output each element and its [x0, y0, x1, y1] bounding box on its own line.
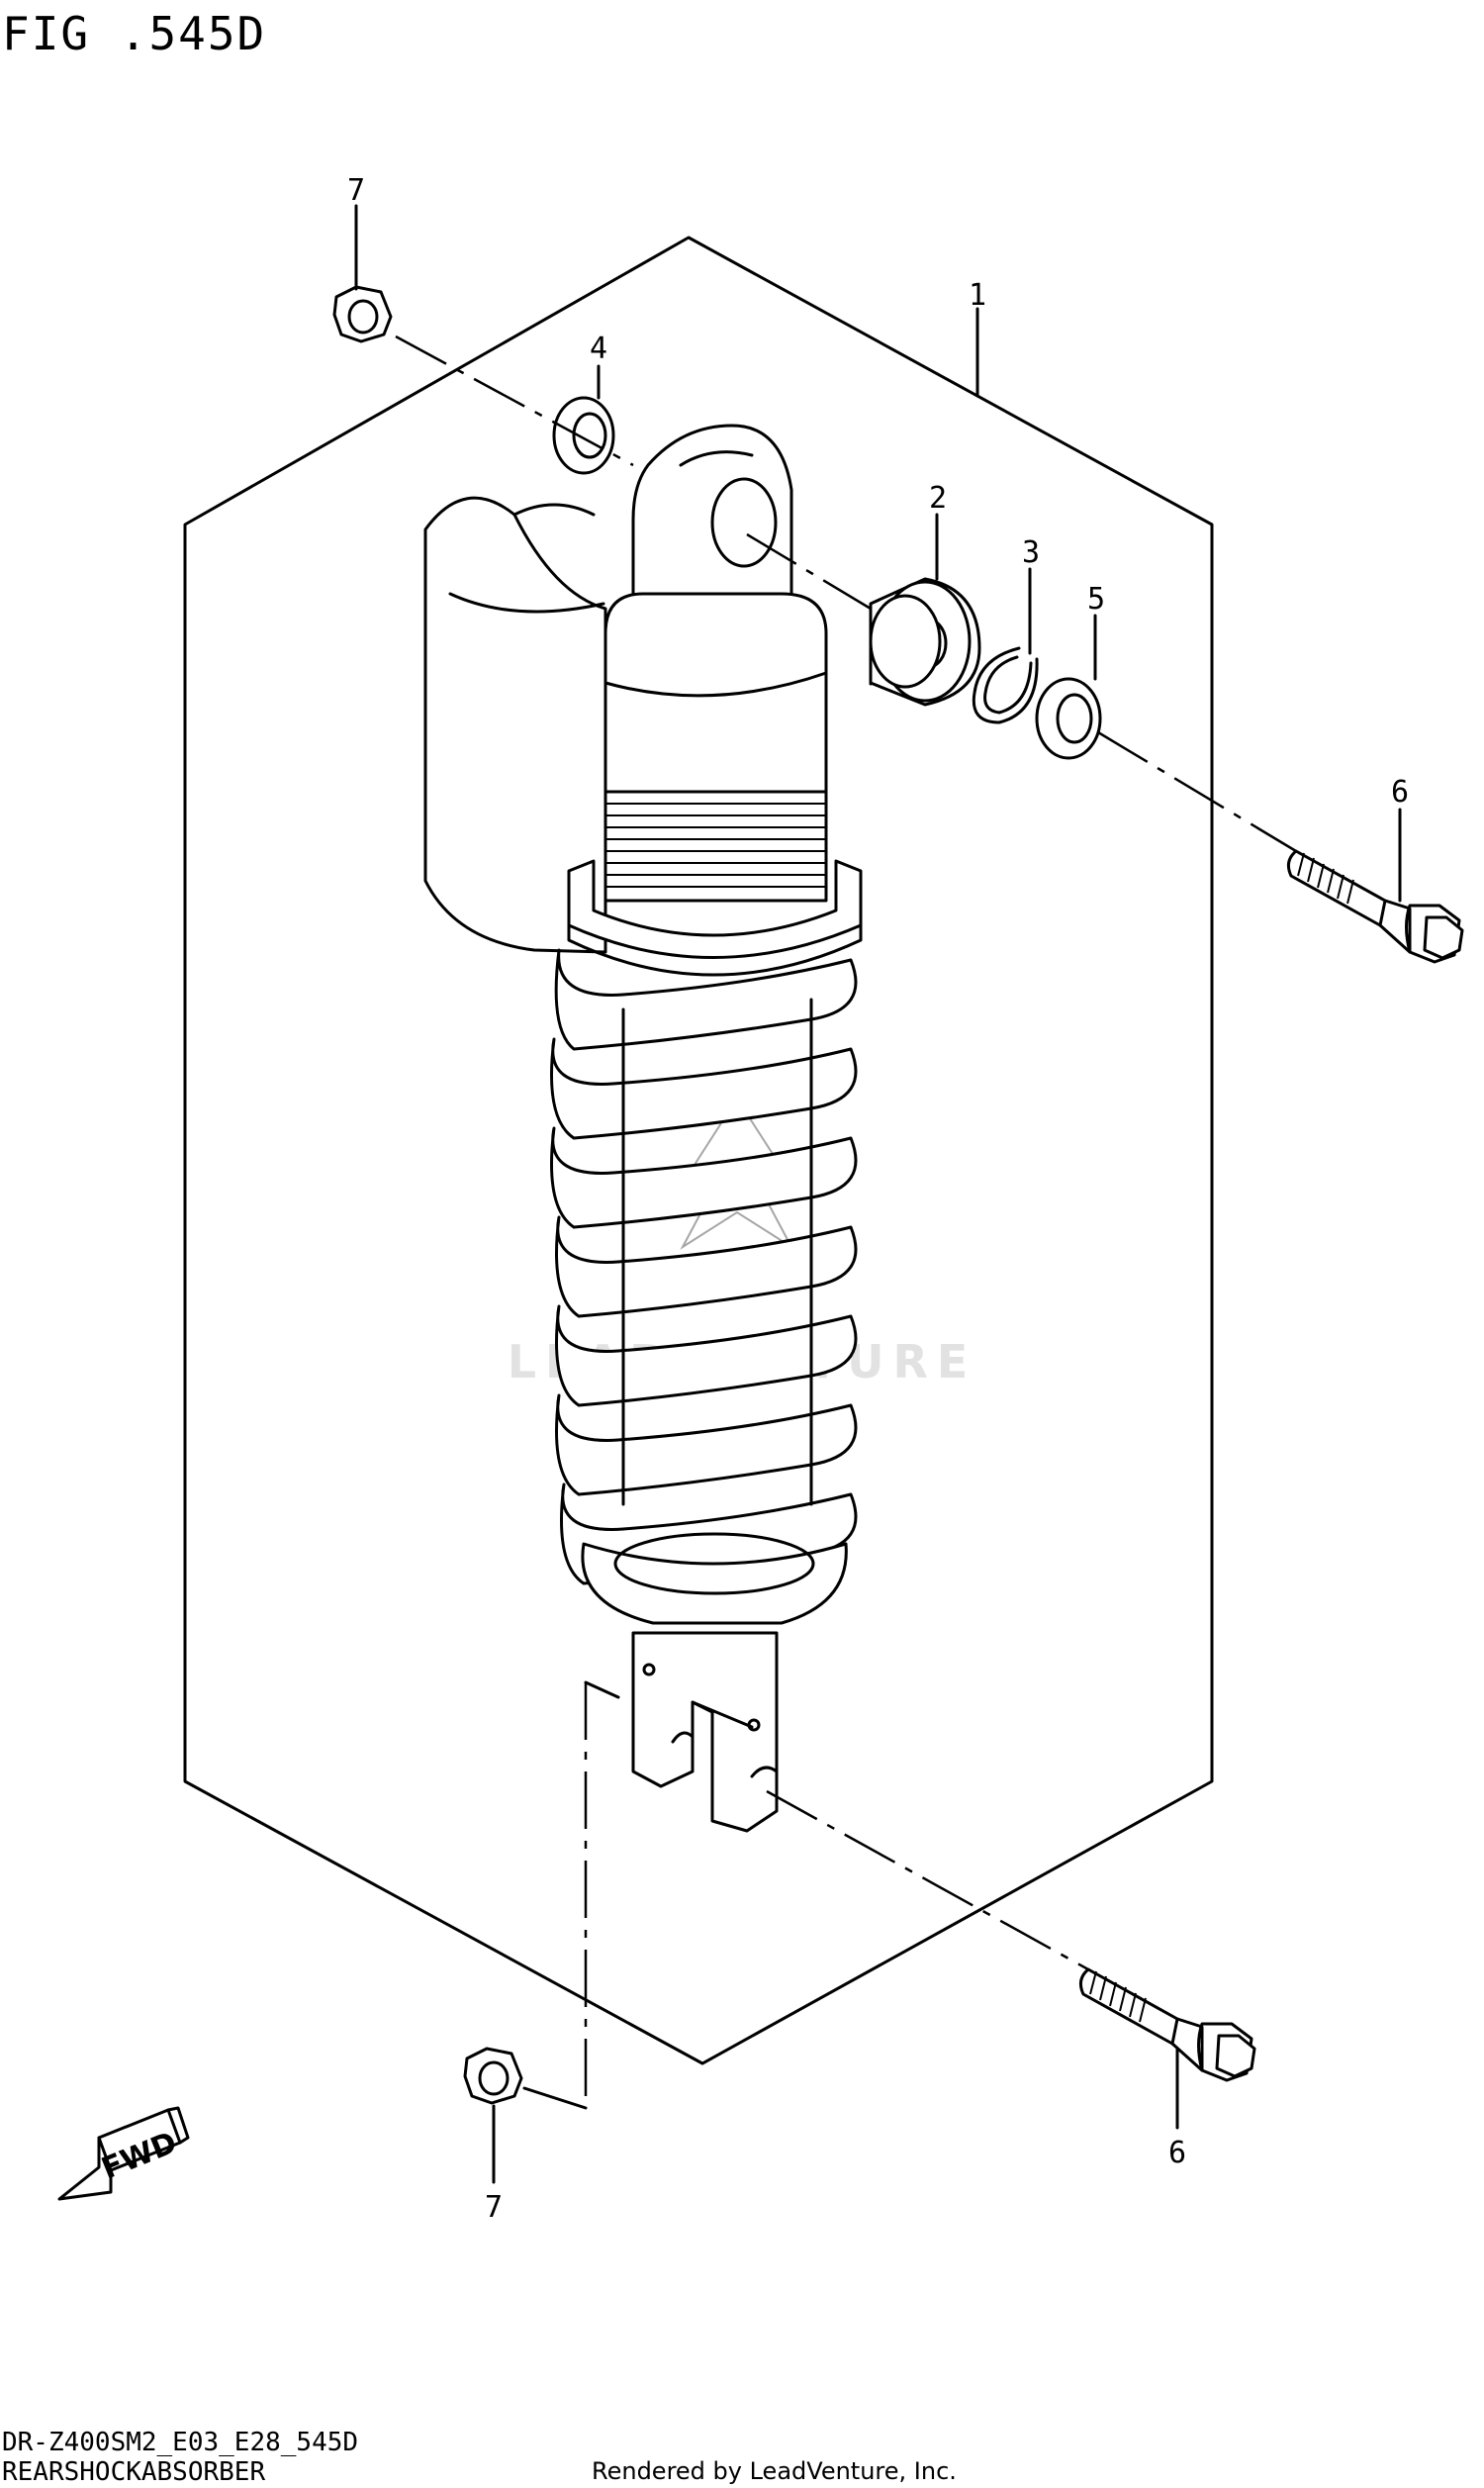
nut-top [332, 285, 393, 343]
render-credit: Rendered by LeadVenture, Inc. [592, 2457, 957, 2485]
callout-6-top: 6 [1391, 775, 1409, 810]
bolt-top [1286, 849, 1464, 964]
nut-bottom [463, 2047, 523, 2105]
callout-4: 4 [590, 332, 607, 366]
figure-title: FIG .545D [2, 7, 266, 60]
leader-lines [354, 204, 1402, 2184]
fwd-arrow-icon: FWD [57, 2106, 190, 2201]
callouts: 1 2 3 4 5 6 6 7 7 [347, 173, 1409, 2225]
spring [550, 948, 858, 1585]
washer [1035, 677, 1102, 760]
shock-body [567, 424, 863, 977]
callout-3: 3 [1022, 535, 1040, 570]
reservoir [423, 496, 607, 954]
callout-1: 1 [969, 278, 986, 313]
callout-7-bottom: 7 [485, 2190, 503, 2225]
washer-top [552, 396, 615, 475]
model-code: DR-Z400SM2_E03_E28_545D [2, 2428, 358, 2457]
circlip [972, 646, 1039, 724]
bolt-bottom [1078, 1967, 1256, 2082]
callout-5: 5 [1087, 582, 1105, 617]
callout-2: 2 [929, 481, 947, 516]
alignment-lines [395, 335, 1297, 2110]
lower-clevis [581, 1532, 848, 1833]
bushing [869, 577, 981, 707]
assembly-outline [183, 236, 1214, 2065]
section-name: REARSHOCKABSORBER [2, 2457, 265, 2487]
callout-6-bottom: 6 [1168, 2136, 1186, 2170]
callout-7-top: 7 [347, 173, 365, 208]
